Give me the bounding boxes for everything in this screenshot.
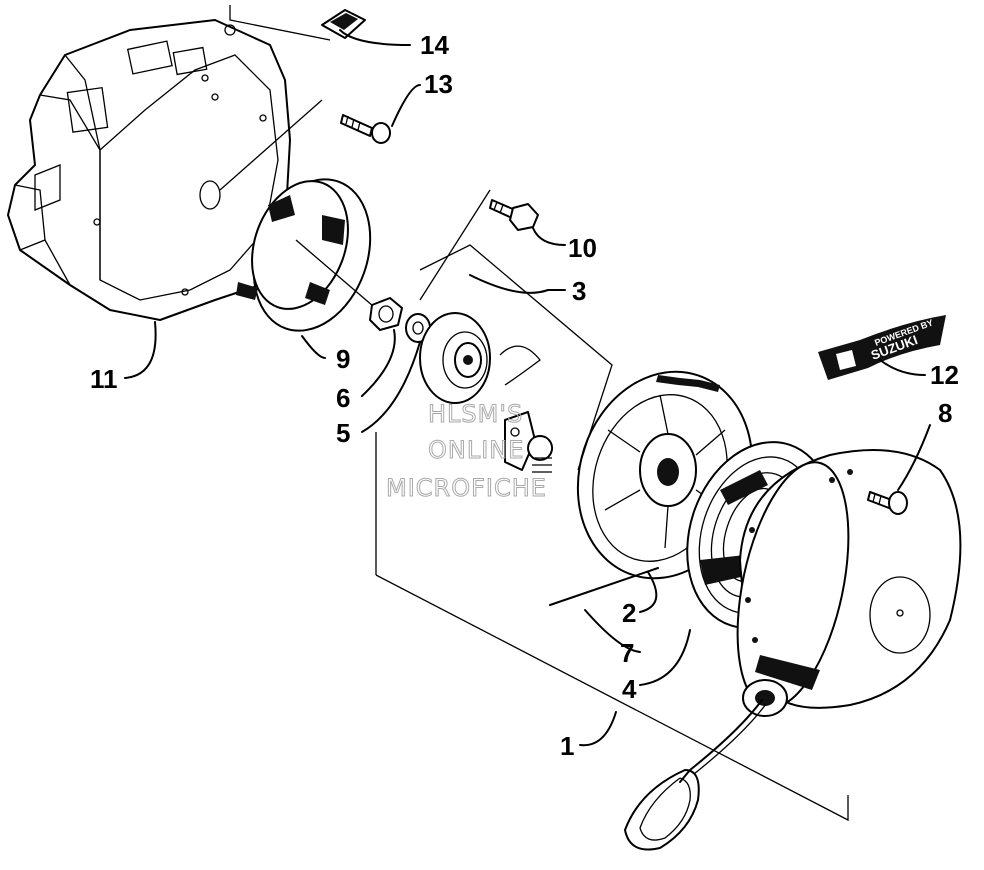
bolt-part-10 [489,199,539,231]
suzuki-badge-part-12: POWERED BY SUZUKI [818,315,946,380]
engine-cover-housing [7,19,291,321]
callout-3: 3 [572,276,586,306]
callout-14: 14 [420,30,449,60]
callout-5: 5 [336,418,350,448]
callout-8: 8 [938,398,952,428]
watermark: HLSM'S ONLINE MICROFICHE [386,400,547,503]
screw-part-8 [867,491,908,515]
nut-part-6 [369,297,403,331]
starter-case-part-1 [736,449,962,717]
watermark-line-2: ONLINE [428,436,524,464]
callout-7: 7 [620,638,634,668]
assembly-bracket-lines [219,5,849,822]
callout-2: 2 [622,598,636,628]
callout-13: 13 [424,69,453,99]
watermark-line-1: HLSM'S [428,400,523,428]
callout-9: 9 [336,344,350,374]
callout-labels: 14 13 10 3 11 9 6 5 12 8 2 7 4 1 [90,30,959,761]
ratchet-hub-part-3 [419,312,554,473]
callout-6: 6 [336,383,350,413]
starter-cup-part-9 [236,178,381,332]
callout-1: 1 [560,731,574,761]
callout-4: 4 [622,674,637,704]
callout-10: 10 [568,233,597,263]
pin-part-7 [549,567,659,606]
leader-lines [124,29,931,747]
callout-12: 12 [930,360,959,390]
clip-part-14 [321,9,366,39]
watermark-line-3: MICROFICHE [386,474,547,502]
callout-11: 11 [90,364,118,394]
starter-rope [624,699,767,851]
bolt-part-13 [340,114,391,144]
